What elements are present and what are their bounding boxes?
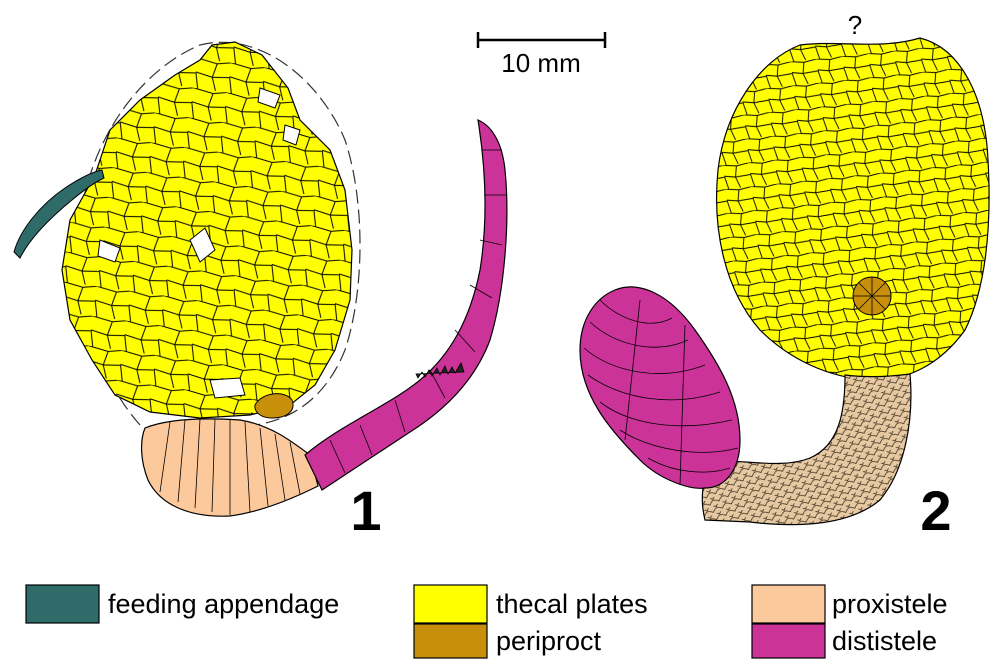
legend-swatch: [26, 585, 99, 623]
figure-1-number: 1: [350, 479, 381, 542]
theca-1-gap: [210, 378, 245, 398]
legend-item-periproct: periproct: [414, 624, 602, 658]
scale-bar-label: 10 mm: [501, 48, 580, 78]
scale-bar: 10 mm: [478, 32, 605, 78]
legend-label: thecal plates: [496, 589, 648, 619]
figure-2: [580, 38, 989, 525]
legend-item-thecal-plates: thecal plates: [414, 585, 648, 623]
legend-label: feeding appendage: [108, 589, 339, 619]
legend-swatch: [752, 585, 825, 623]
dististele-2: [580, 287, 740, 488]
figure-1: [14, 42, 507, 516]
legend: feeding appendage thecal plates periproc…: [26, 585, 948, 658]
legend-item-feeding-appendage: feeding appendage: [26, 585, 339, 623]
legend-swatch: [414, 624, 487, 658]
theca-1-plates: [62, 42, 352, 418]
legend-swatch: [414, 585, 487, 623]
theca-2-plates: [717, 38, 989, 380]
legend-label: periproct: [496, 626, 602, 656]
unknown-marker: ?: [848, 10, 862, 40]
legend-item-proxistele: proxistele: [752, 585, 948, 623]
legend-item-dististele: dististele: [752, 624, 937, 658]
legend-swatch: [752, 624, 825, 658]
figure-2-number: 2: [920, 479, 951, 542]
legend-label: dististele: [832, 626, 937, 656]
legend-label: proxistele: [832, 589, 948, 619]
